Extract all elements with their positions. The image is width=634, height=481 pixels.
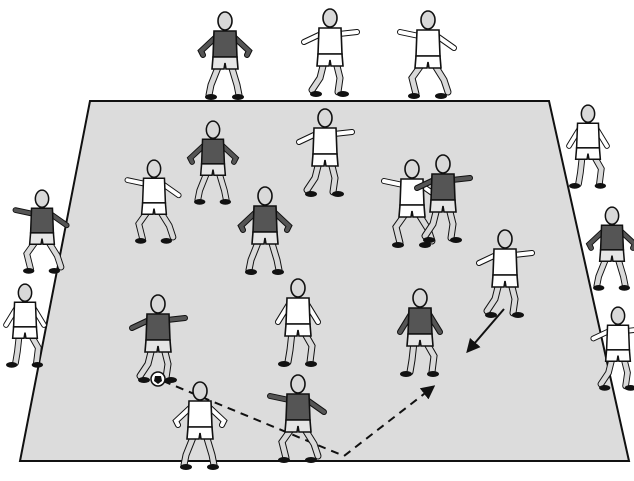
player-outside-top-right: [400, 11, 454, 99]
player-outside-left-lower: [6, 284, 44, 368]
player-outside-right-middle: [589, 207, 634, 291]
soccer-ball: [151, 372, 165, 386]
player-outside-top-middle: [304, 9, 357, 97]
player-outside-right-upper: [569, 105, 607, 189]
player-outside-left-upper: [15, 190, 66, 274]
player-outside-top-left: [201, 12, 249, 100]
